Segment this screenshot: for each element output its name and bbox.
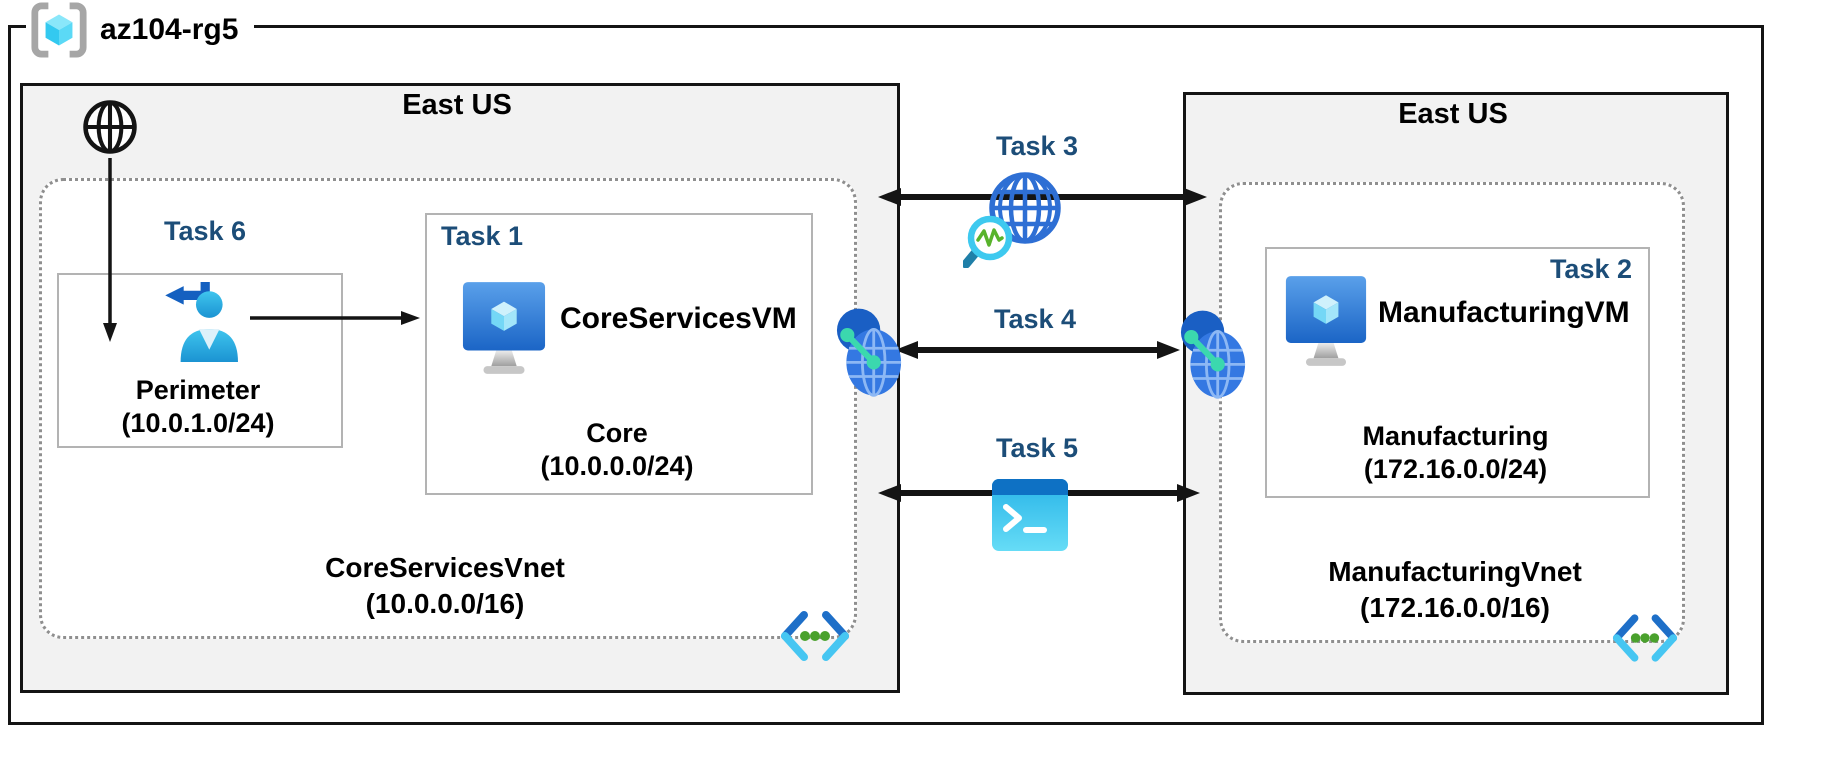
region-left-label: East US [402, 89, 512, 121]
peering-icon-right [1180, 310, 1246, 399]
signin-user-icon [165, 282, 238, 362]
task5-label: Task 5 [995, 433, 1079, 463]
resource-group-name: az104-rg5 [100, 13, 239, 46]
task2-label: Task 2 [1549, 254, 1632, 284]
network-watcher-icon [963, 172, 1061, 268]
task1-label: Task 1 [441, 221, 524, 251]
resource-group-icon [31, 2, 87, 58]
cloud-shell-icon [992, 479, 1068, 551]
vnet-icon-left [781, 611, 849, 661]
manufacturing-vm-name: ManufacturingVM [1378, 296, 1630, 329]
core-services-vm-icon [462, 282, 546, 374]
region-right-label: East US [1398, 98, 1508, 130]
core-subnet-cidr: (10.0.0.0/24) [540, 451, 694, 481]
manufacturing-subnet-name: Manufacturing [1362, 421, 1549, 451]
resource-group-header: az104-rg5 [26, 0, 255, 60]
manufacturing-vm-icon [1285, 276, 1367, 366]
task4-label: Task 4 [993, 304, 1077, 334]
task6-label: Task 6 [163, 216, 247, 246]
perimeter-subnet-name: Perimeter [135, 375, 261, 405]
perimeter-subnet-cidr: (10.0.1.0/24) [121, 408, 275, 438]
manufacturing-subnet-cidr: (172.16.0.0/24) [1363, 454, 1548, 484]
manufacturing-vnet-cidr: (172.16.0.0/16) [1360, 592, 1550, 623]
task3-label: Task 3 [995, 131, 1079, 161]
peering-icon-left [836, 308, 902, 397]
vnet-icon-right [1612, 614, 1678, 662]
core-services-vnet-cidr: (10.0.0.0/16) [365, 588, 525, 619]
resource-group-boundary [8, 25, 1764, 725]
internet-icon [83, 100, 137, 154]
core-subnet-box [425, 213, 813, 495]
core-services-vnet-name: CoreServicesVnet [325, 552, 565, 583]
core-subnet-name: Core [586, 418, 648, 448]
core-services-vm-name: CoreServicesVM [560, 302, 797, 335]
manufacturing-vnet-name: ManufacturingVnet [1328, 556, 1582, 587]
